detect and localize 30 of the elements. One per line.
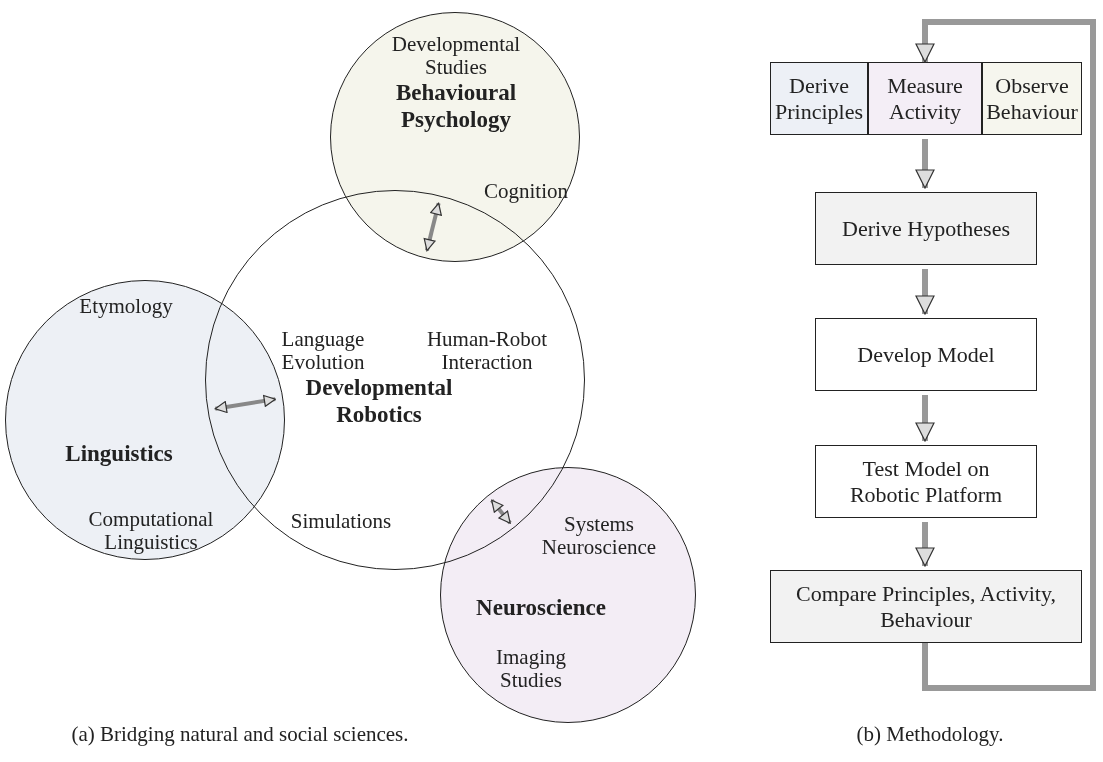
field-title: Developmental Robotics bbox=[304, 374, 454, 428]
flow-arrow bbox=[915, 522, 935, 567]
figure-caption: (b) Methodology. bbox=[856, 722, 1004, 747]
process-box: Develop Model bbox=[815, 318, 1037, 391]
feedback-arrow bbox=[915, 19, 1096, 691]
topic-label: Systems Neuroscience bbox=[540, 513, 658, 559]
double-arrow bbox=[423, 202, 442, 252]
double-arrow bbox=[490, 498, 512, 525]
figure-caption: (a) Bridging natural and social sciences. bbox=[71, 722, 409, 747]
process-box: Test Model on Robotic Platform bbox=[815, 445, 1037, 518]
process-box: Compare Principles, Activity, Behaviour bbox=[770, 570, 1082, 643]
topic-label: Human-Robot Interaction bbox=[425, 328, 549, 374]
process-box: Derive Principles bbox=[770, 62, 868, 135]
topic-label: Imaging Studies bbox=[495, 646, 567, 692]
topic-label: Computational Linguistics bbox=[87, 508, 215, 554]
topic-label: Cognition bbox=[483, 179, 569, 203]
process-box: Observe Behaviour bbox=[982, 62, 1082, 135]
topic-label: Developmental Studies bbox=[391, 33, 521, 79]
field-title: Neuroscience bbox=[475, 593, 607, 621]
topic-label: Simulations bbox=[289, 509, 393, 533]
field-title: Behavioural Psychology bbox=[394, 79, 518, 133]
flow-arrow bbox=[915, 395, 935, 442]
flow-arrow bbox=[915, 139, 935, 189]
topic-label: Etymology bbox=[78, 294, 174, 318]
process-box: Measure Activity bbox=[868, 62, 982, 135]
process-box: Derive Hypotheses bbox=[815, 192, 1037, 265]
double-arrow bbox=[214, 394, 276, 414]
topic-label: Language Evolution bbox=[280, 328, 366, 374]
field-title: Linguistics bbox=[64, 439, 174, 467]
flow-arrow bbox=[915, 269, 935, 315]
